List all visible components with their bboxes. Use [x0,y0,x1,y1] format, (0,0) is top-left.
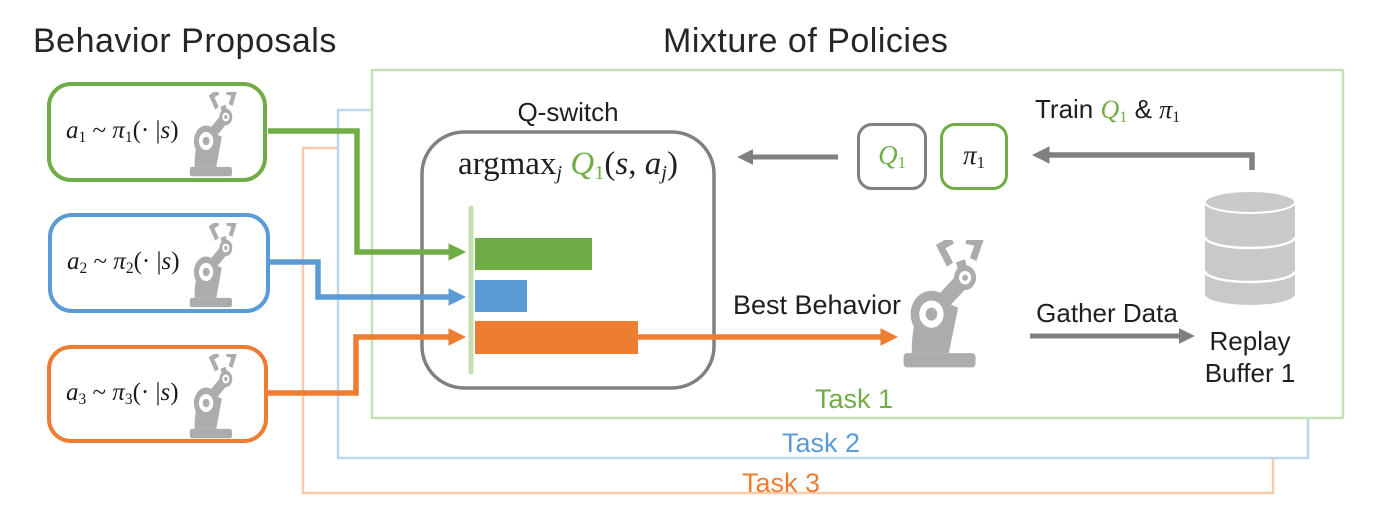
proposal-1-formula: a1 ~ π1(· |s) [66,117,179,146]
pi1-box-label: π1 [963,139,985,173]
proposal-box-3: a3 ~ π3(· |s) [47,345,268,443]
replay-buffer-label: Replay Buffer 1 [1175,325,1325,389]
proposal-3-arrow [268,328,467,396]
proposal-box-1: a1 ~ π1(· |s) [47,82,267,182]
q1-box: Q1 [857,123,927,190]
task-2-label: Task 2 [782,428,861,458]
replay-buffer-label-line1: Replay [1209,326,1291,356]
proposal-1-arrow [268,128,467,261]
q-value-bar-task2 [475,280,527,312]
database-cylinder-icon [1203,190,1297,305]
train-label: Train Q1 & π1 [1035,94,1181,127]
q-value-bar-task1 [475,238,592,270]
q1-box-label: Q1 [878,139,906,173]
pi1-box: π1 [940,123,1008,190]
replay-buffer-label-line2: Buffer 1 [1204,358,1296,388]
q-value-bar-task3 [475,321,638,354]
task-1-label: Task 1 [815,384,894,414]
proposal-2-formula: a2 ~ π2(· |s) [67,248,180,277]
argmax-formula: argmaxj Q1(s, aj) [458,146,678,185]
train-arrow [1031,146,1255,170]
behavior-proposals-title: Behavior Proposals [33,22,337,60]
task-3-label: Task 3 [742,468,821,498]
proposal-box-2: a2 ~ π2(· |s) [48,213,270,313]
gather-data-label: Gather Data [1036,298,1178,328]
q-switch-label: Q-switch [517,97,619,127]
proposal-3-formula: a3 ~ π3(· |s) [66,379,179,408]
mixture-of-policies-title: Mixture of Policies [663,22,949,60]
best-behavior-label: Best Behavior [732,290,902,320]
proposal-2-arrow [270,259,467,306]
